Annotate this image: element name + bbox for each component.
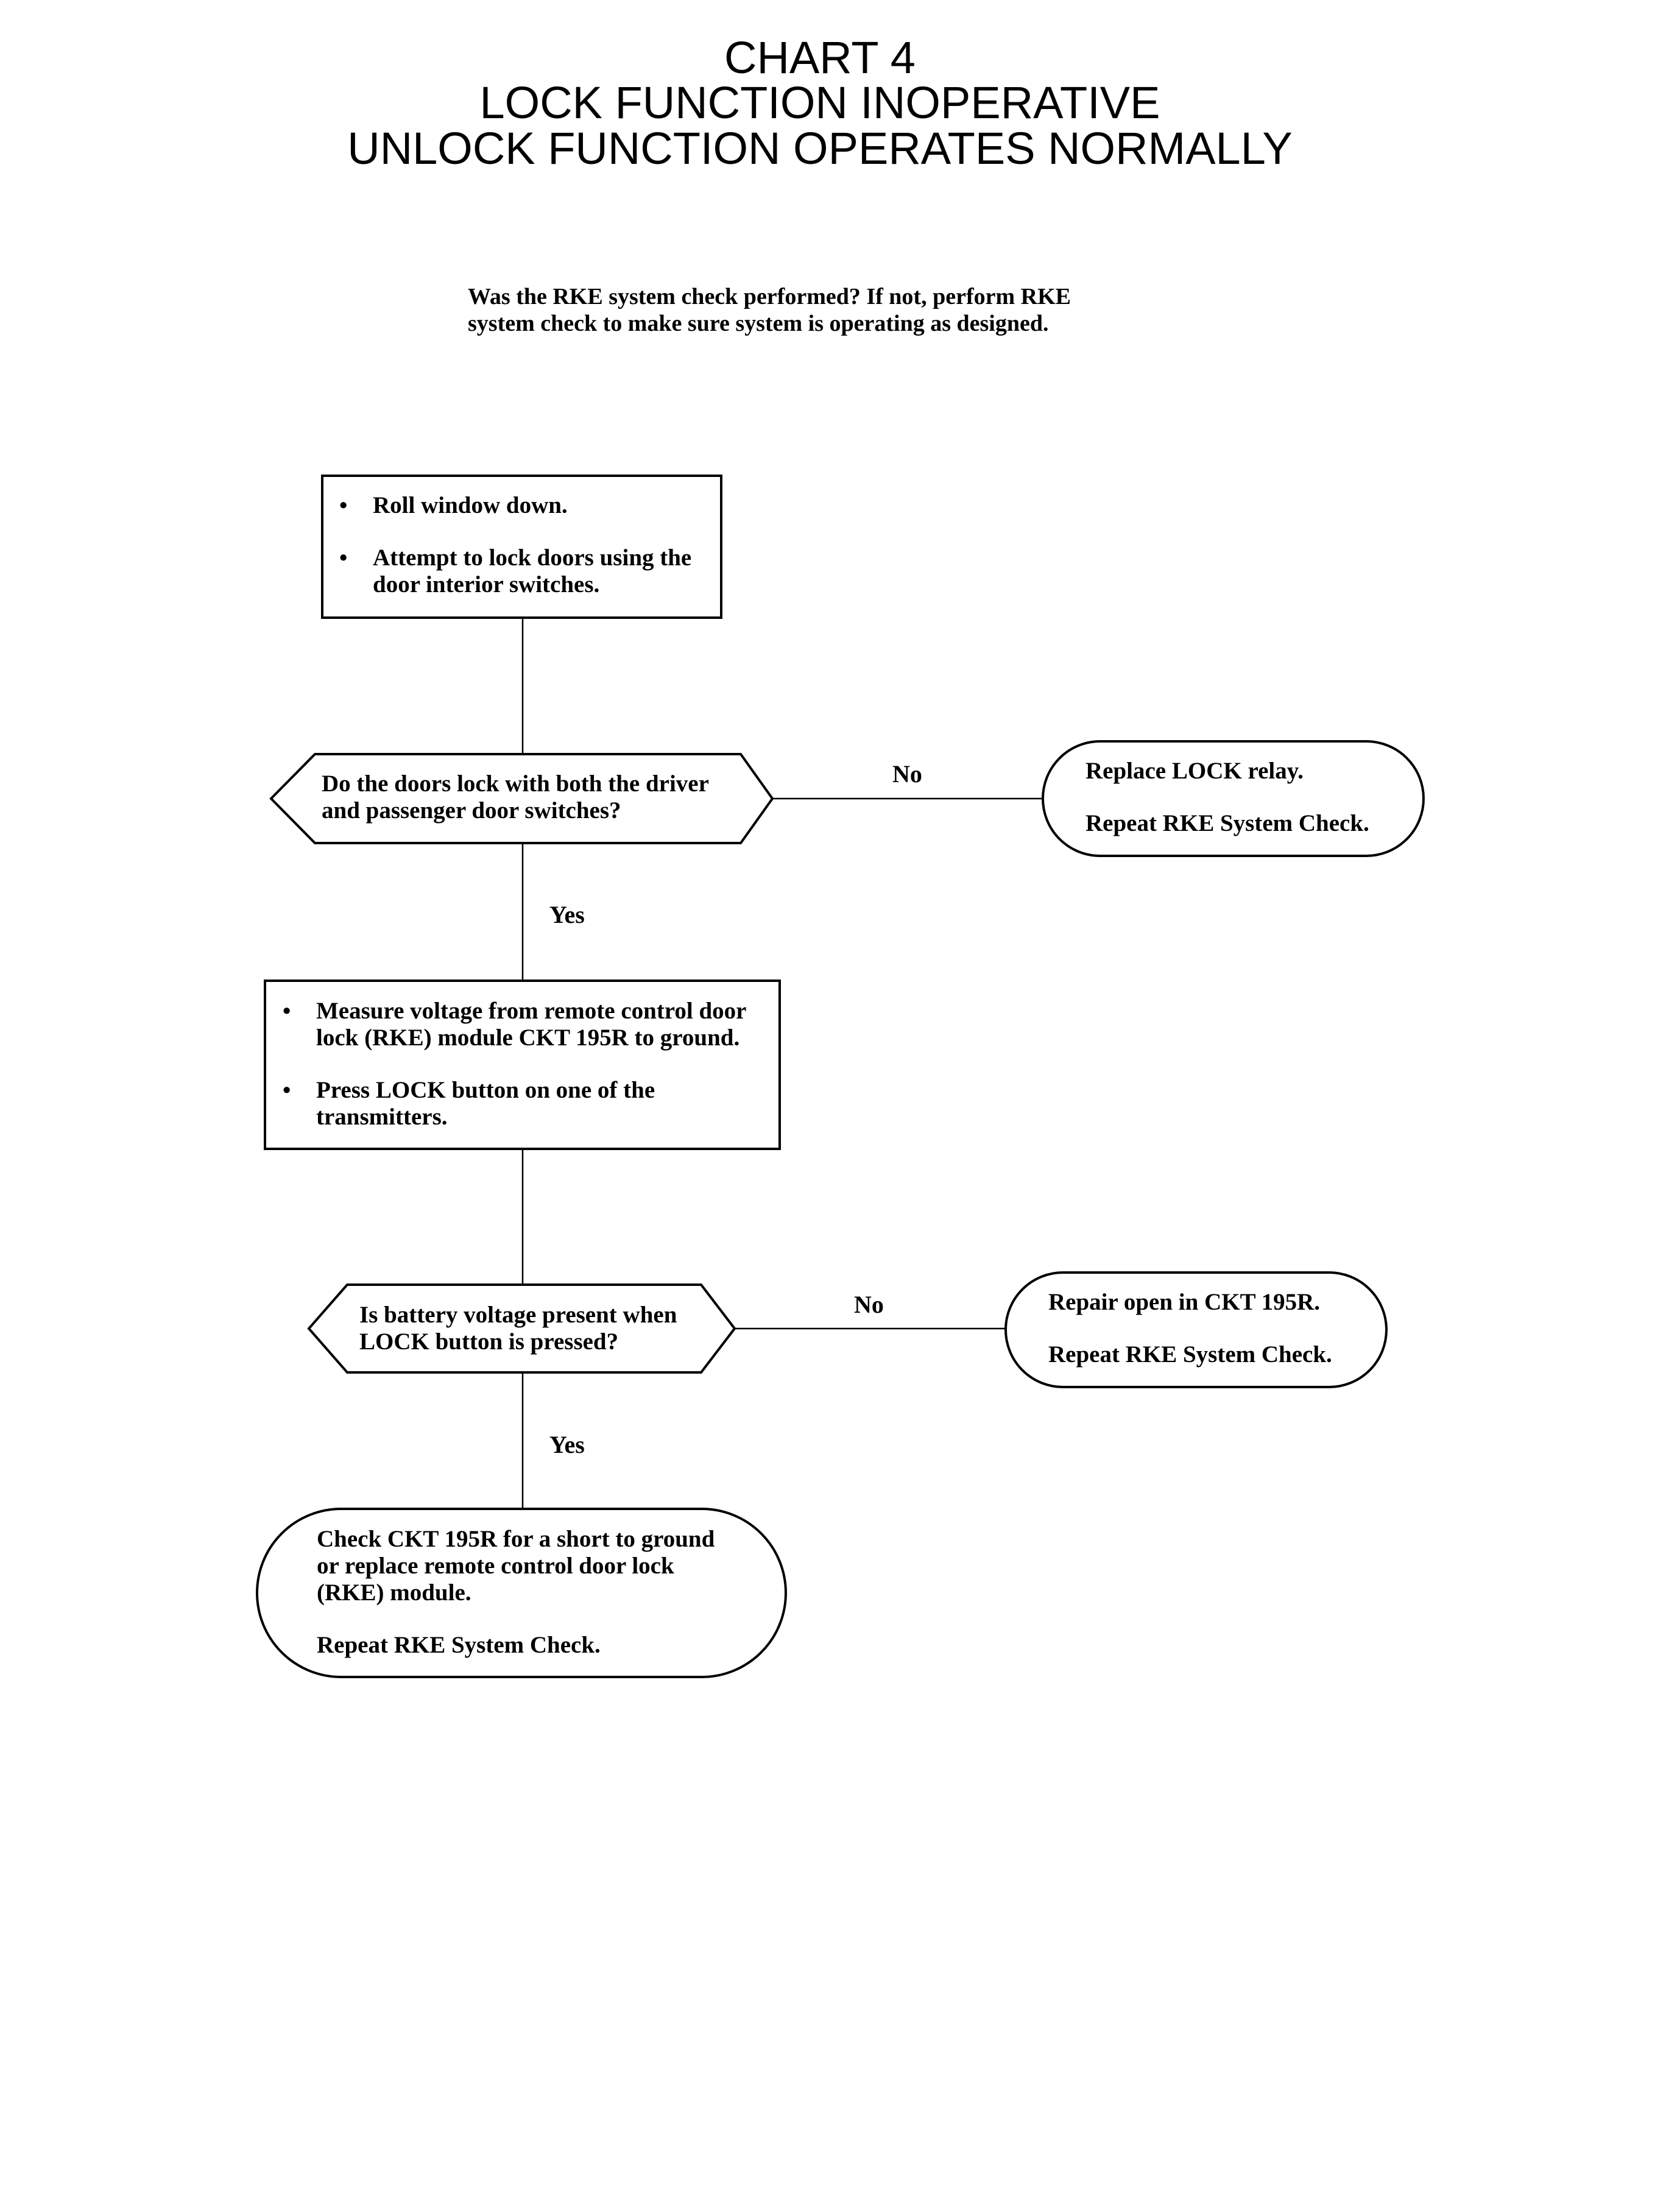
decision1-hexagon: [269, 753, 774, 844]
bullet-icon: •: [339, 493, 348, 518]
bullet-icon: •: [283, 998, 291, 1024]
decision1-no-label: No: [892, 760, 922, 788]
result3-terminal: [256, 1508, 787, 1678]
decision2-no-label: No: [854, 1291, 884, 1318]
step1-box: [321, 475, 722, 619]
decision1-yes-label: Yes: [549, 901, 585, 928]
step2-bullet1: • Measure voltage from remote control do…: [283, 998, 747, 1051]
decision2-hexagon: [307, 1283, 736, 1374]
intro-text: Was the RKE system check performed? If n…: [468, 283, 1071, 337]
intro-line1: Was the RKE system check performed? If n…: [468, 284, 1071, 309]
result2-text: Repair open in CKT 195R. Repeat RKE Syst…: [1048, 1289, 1332, 1368]
step1-bullet1: • Roll window down.: [339, 492, 568, 518]
chart-title-line2: UNLOCK FUNCTION OPERATES NORMALLY: [347, 123, 1293, 174]
step2-text: • Measure voltage from remote control do…: [283, 998, 747, 1131]
decision2-text: Is battery voltage present when LOCK but…: [359, 1302, 677, 1355]
bullet-icon: •: [283, 1078, 291, 1103]
bullet-icon: •: [339, 545, 348, 571]
step2-bullet2: • Press LOCK button on one of the transm…: [283, 1077, 655, 1130]
intro-line2: system check to make sure system is oper…: [468, 311, 1049, 336]
decision2-yes-label: Yes: [549, 1431, 585, 1458]
result1-text: Replace LOCK relay. Repeat RKE System Ch…: [1085, 758, 1369, 836]
result3-text: Check CKT 195R for a short to ground or …: [317, 1526, 715, 1658]
chart-number: CHART 4: [724, 32, 916, 83]
chart-title-line1: LOCK FUNCTION INOPERATIVE: [479, 77, 1160, 128]
step1-bullet2: • Attempt to lock doors using the door i…: [339, 545, 692, 598]
step1-text: • Roll window down. • Attempt to lock do…: [339, 492, 692, 598]
decision1-text: Do the doors lock with both the driver a…: [322, 771, 709, 824]
result2-terminal: [1004, 1271, 1388, 1388]
